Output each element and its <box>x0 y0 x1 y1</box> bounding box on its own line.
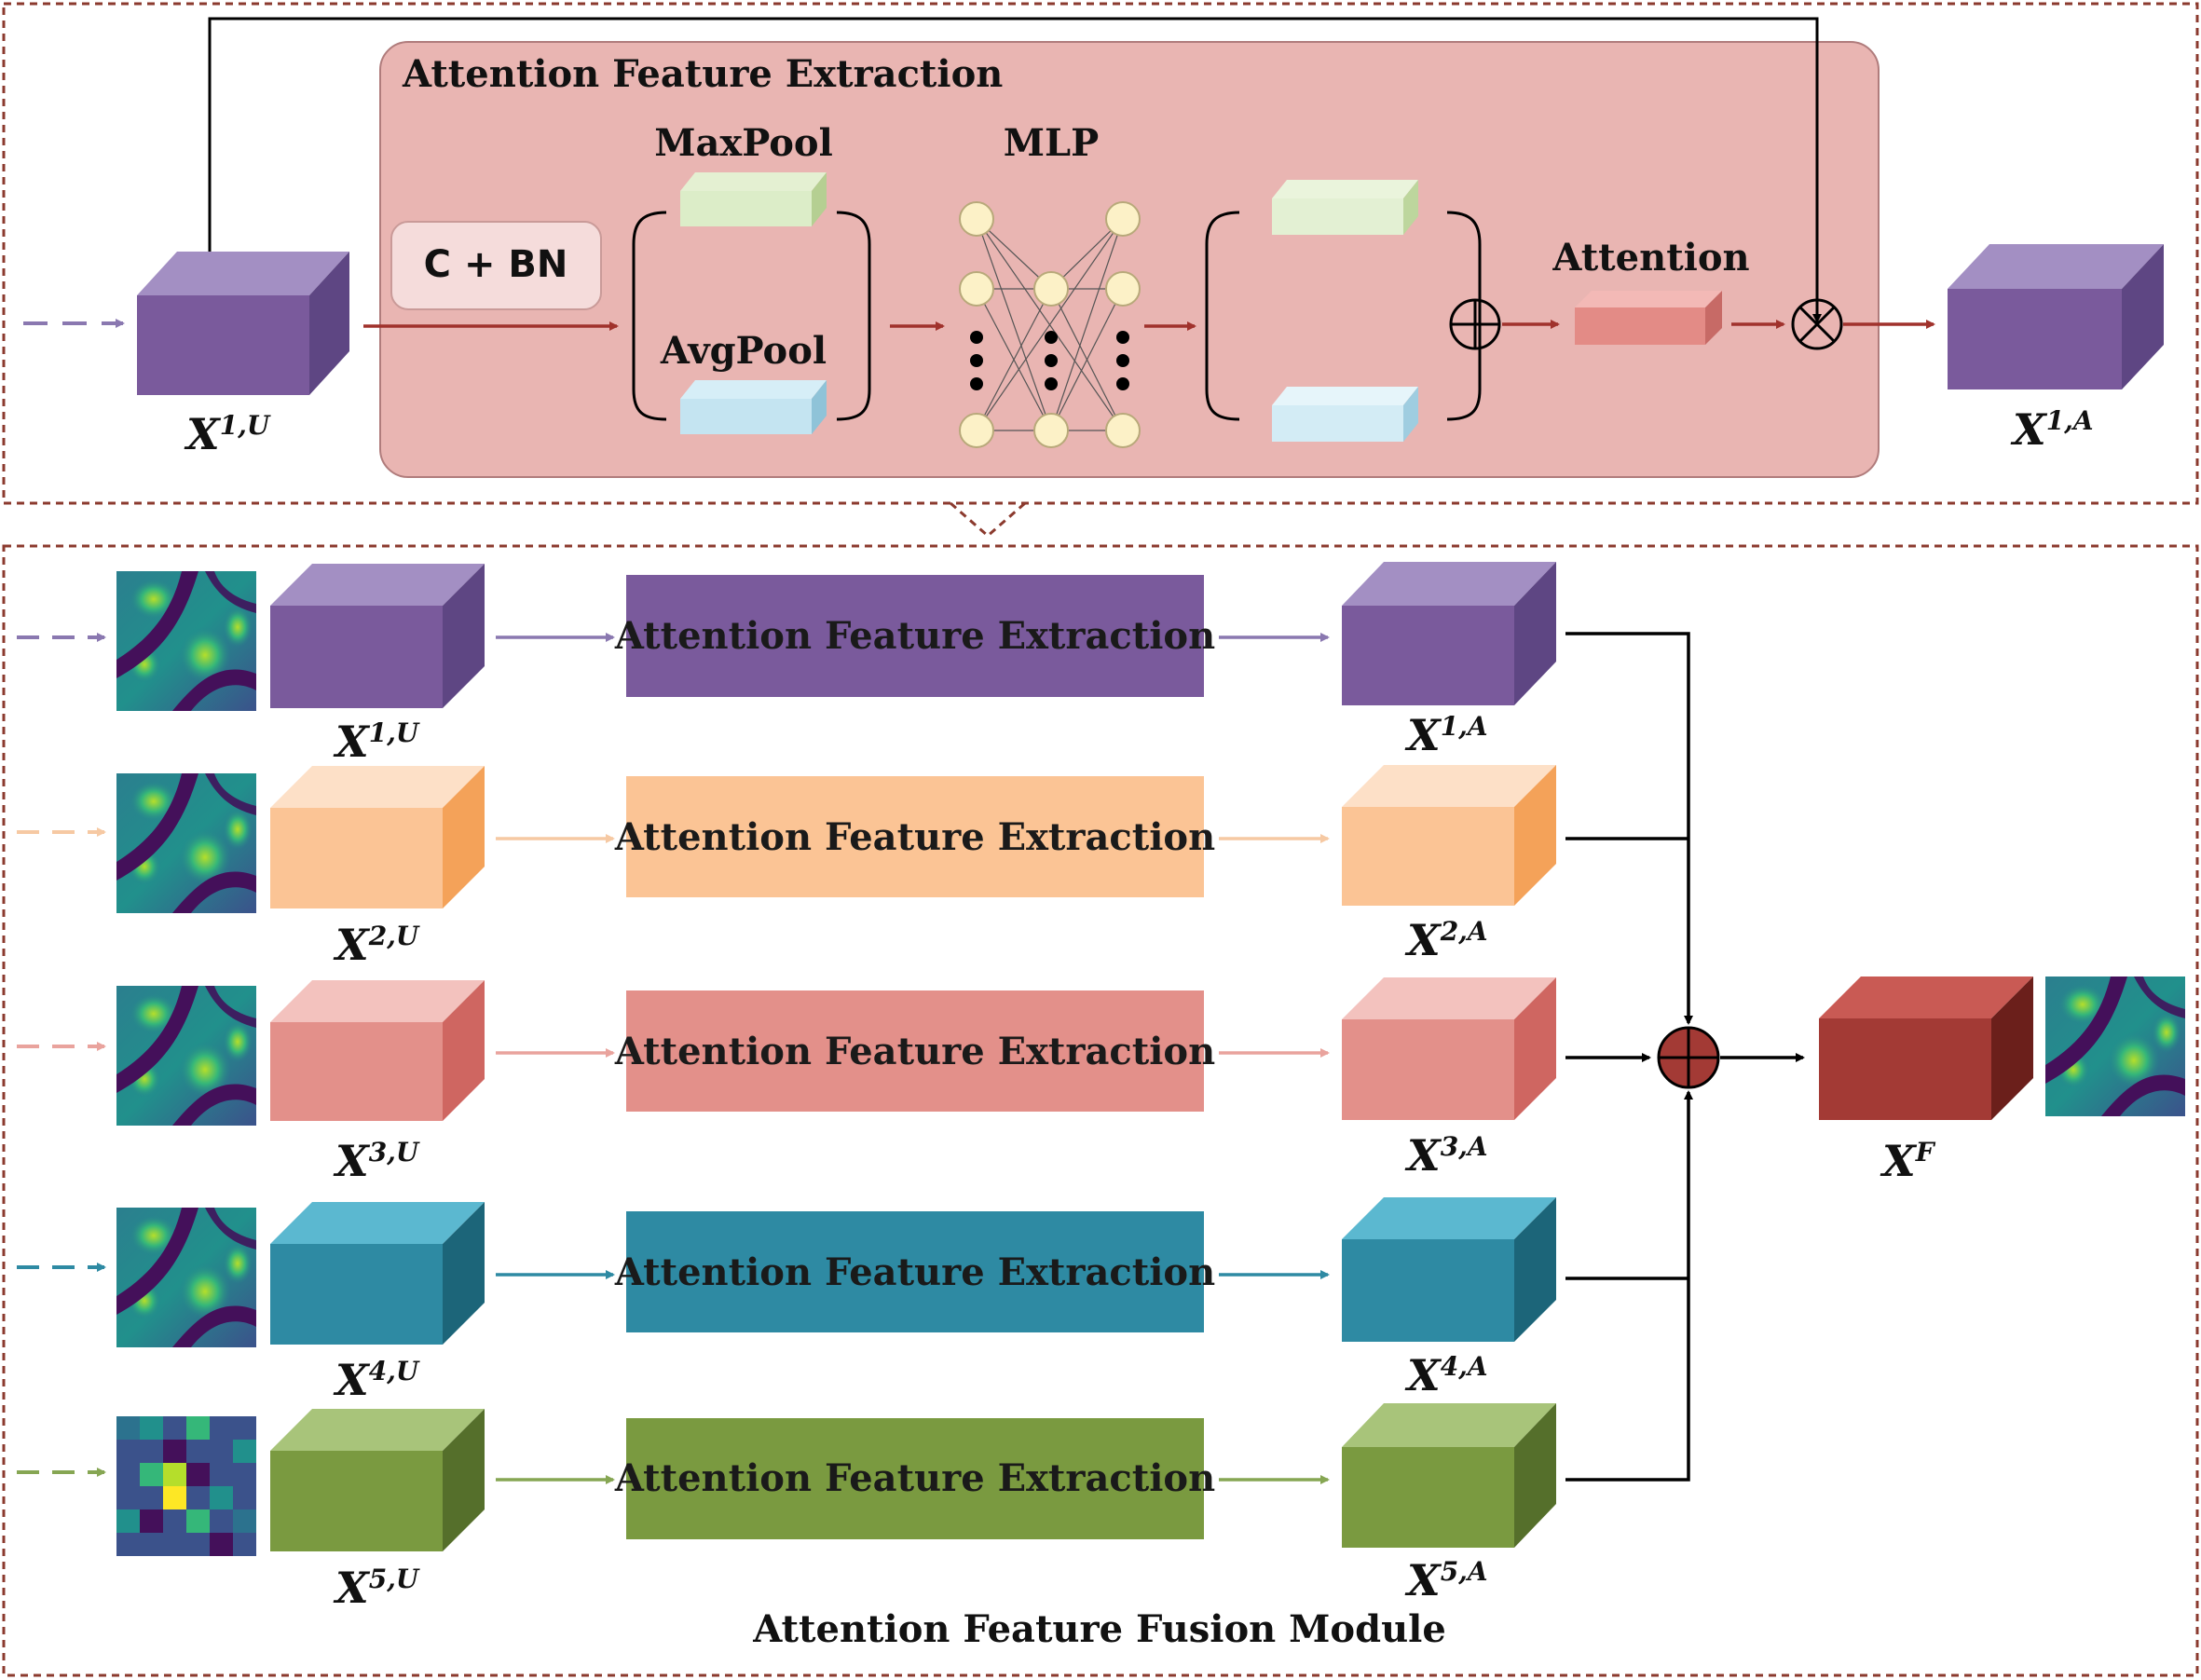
row-4-extraction-block <box>626 1211 1204 1332</box>
row-3: X3,U Attention Feature Extraction X3,A <box>17 977 1556 1186</box>
row-5-extraction-block <box>626 1418 1204 1539</box>
maxpool-block <box>680 172 827 226</box>
row-2-extraction-label: Attention Feature Extraction <box>614 815 1215 859</box>
row-3-extraction-block <box>626 990 1204 1112</box>
top-panel-frame <box>2 2 2199 505</box>
row-4-output-cube <box>1342 1197 1556 1342</box>
maxpool-label: MaxPool <box>654 121 833 165</box>
mlp-bracket-left <box>1205 211 1240 421</box>
row-4-in-label: X4,U <box>333 1355 420 1405</box>
row-4-out-label: X4,A <box>1404 1350 1488 1400</box>
fused-output-heatmap <box>2045 977 2185 1116</box>
row-2-in-label: X2,U <box>333 920 420 970</box>
conv-bn-box <box>390 221 602 310</box>
row-5-out-label: X5,A <box>1404 1555 1488 1605</box>
row-3-input-cube <box>270 980 485 1121</box>
row-2-input-cube <box>270 766 485 908</box>
pool-bracket-left <box>632 211 667 421</box>
row-3-out-label: X3,A <box>1404 1130 1488 1181</box>
row-5-output-cube <box>1342 1403 1556 1548</box>
row-3-extraction-label: Attention Feature Extraction <box>614 1030 1215 1073</box>
multiply-circle-icon <box>1791 298 1843 350</box>
attention-extraction-panel <box>379 41 1880 478</box>
avgpool-label: AvgPool <box>660 329 827 373</box>
row-5-in-label: X5,U <box>333 1563 420 1613</box>
avgpool-block <box>680 380 827 434</box>
zoom-connector <box>950 501 1026 538</box>
mlp-bracket-right <box>1446 211 1482 421</box>
row-1-output-cube <box>1342 562 1556 705</box>
row-3-in-label: X3,U <box>333 1136 420 1186</box>
mlp-out-block-bottom <box>1272 387 1418 442</box>
row-2: X2,U Attention Feature Extraction X2,A <box>17 765 1556 970</box>
row-5-heatmap <box>116 1416 256 1556</box>
row-3-output-cube <box>1342 977 1556 1120</box>
row-2-output-cube <box>1342 765 1556 906</box>
output-cube <box>1948 244 2164 389</box>
fusion-module-frame <box>2 544 2199 1677</box>
row-4-input-cube <box>270 1202 485 1345</box>
mlp-label: MLP <box>1004 121 1099 165</box>
output-var-label: X1,A <box>2010 404 2094 455</box>
row-1-extraction-label: Attention Feature Extraction <box>614 614 1215 658</box>
row-1-extraction-block <box>626 575 1204 697</box>
panel-title: Attention Feature Extraction <box>402 52 1003 96</box>
mlp-out-block-top <box>1272 180 1418 235</box>
row-4-extraction-label: Attention Feature Extraction <box>614 1250 1215 1294</box>
mlp-network <box>959 201 1141 448</box>
row-3-heatmap <box>116 986 256 1126</box>
attention-label: Attention <box>1552 236 1749 280</box>
fusion-module-title: Attention Feature Fusion Module <box>752 1607 1446 1651</box>
row-1-input-cube <box>270 564 485 708</box>
fusion-add-icon <box>1657 1026 1720 1089</box>
row-1-heatmap <box>116 571 256 711</box>
row-1: X1,U Attention Feature Extraction X1,A <box>17 562 1556 767</box>
row-1-in-label: X1,U <box>333 717 420 767</box>
fused-output-cube <box>1819 977 2033 1120</box>
row-4: X4,U Attention Feature Extraction X4,A <box>17 1197 1556 1405</box>
conv-bn-label: C + BN <box>424 243 568 286</box>
row-5-input-cube <box>270 1409 485 1551</box>
row-2-extraction-block <box>626 776 1204 897</box>
row-5: X5,U Attention Feature Extraction X5,A <box>17 1403 1556 1613</box>
fusion-connectors <box>1565 632 1693 1482</box>
input-var-label: X1,U <box>184 409 271 459</box>
input-cube <box>137 252 349 395</box>
skip-connection <box>208 17 1822 323</box>
row-2-heatmap <box>116 773 256 913</box>
row-2-out-label: X2,A <box>1404 915 1488 965</box>
attention-block <box>1575 291 1722 345</box>
add-circle-icon <box>1449 298 1501 350</box>
pool-bracket-right <box>836 211 871 421</box>
row-5-extraction-label: Attention Feature Extraction <box>614 1456 1215 1500</box>
fused-output-label: XF <box>1880 1136 1936 1186</box>
row-4-heatmap <box>116 1208 256 1347</box>
row-1-out-label: X1,A <box>1404 710 1488 760</box>
